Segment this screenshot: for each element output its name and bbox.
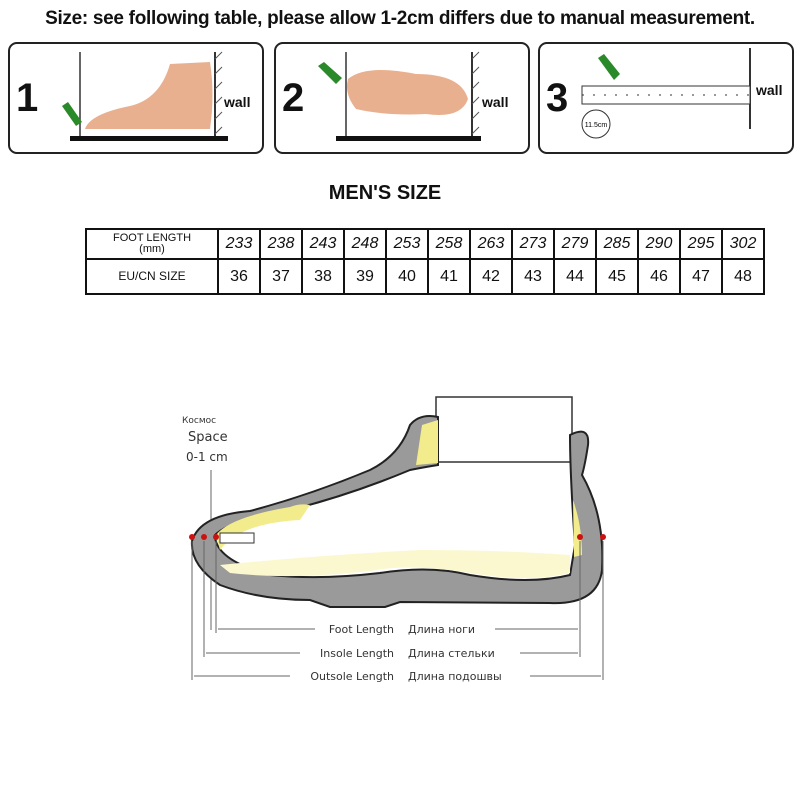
eu-size-cell: 38 xyxy=(301,258,345,295)
eu-size-cell: 45 xyxy=(595,258,639,295)
ruler-illustration: 11.5cm xyxy=(581,48,751,139)
eu-size-cell: 46 xyxy=(637,258,681,295)
insole-length-ru: Длина стельки xyxy=(408,647,495,660)
step-number: 2 xyxy=(282,76,305,120)
insole-toe xyxy=(216,504,310,550)
foot-sole-illustration xyxy=(318,51,481,141)
wall-label: wall xyxy=(224,94,251,110)
unit-label: (mm) xyxy=(139,243,165,255)
foot-length-ru: Длина ноги xyxy=(408,623,475,636)
eu-size-cell: 47 xyxy=(679,258,723,295)
headline: Size: see following table, please allow … xyxy=(45,8,755,29)
ankle-opening xyxy=(435,396,573,463)
space-en-label: Space xyxy=(188,430,228,445)
eu-size-cell: 41 xyxy=(427,258,471,295)
measure-points xyxy=(189,534,606,540)
foot-length-cell: 238 xyxy=(259,228,303,260)
eu-size-cell: 40 xyxy=(385,258,429,295)
step-1-panel: 1 wall xyxy=(8,42,264,154)
step-3-panel: 11.5cm 3 wall xyxy=(538,42,794,154)
outsole-length-ru: Длина подошвы xyxy=(408,670,502,683)
eu-size-cell: 42 xyxy=(469,258,513,295)
foot-length-header: FOOT LENGTH(mm) xyxy=(85,228,219,260)
step-number: 1 xyxy=(16,76,39,120)
foot-length-label: FOOT LENGTH xyxy=(112,232,192,244)
foot-length-cell: 248 xyxy=(343,228,387,260)
space-range-label: 0-1 cm xyxy=(186,450,228,464)
step-2-panel: 2 wall xyxy=(274,42,530,154)
eu-size-header: EU/CN SIZE xyxy=(85,258,219,295)
eu-size-cell: 36 xyxy=(217,258,261,295)
space-ru-label: Космос xyxy=(182,416,216,426)
foot-length-cell: 285 xyxy=(595,228,639,260)
foot-length-cell: 273 xyxy=(511,228,555,260)
foot-length-en: Foot Length xyxy=(329,623,394,636)
wall-label: wall xyxy=(756,82,783,98)
wall-label: wall xyxy=(482,94,509,110)
foot-length-cell: 295 xyxy=(679,228,723,260)
foot-length-cell: 290 xyxy=(637,228,681,260)
insole-heel xyxy=(416,420,438,465)
foot-length-cell: 302 xyxy=(721,228,765,260)
foot-length-cell: 258 xyxy=(427,228,471,260)
foot-length-cell: 233 xyxy=(217,228,261,260)
outsole-length-en: Outsole Length xyxy=(310,670,394,683)
eu-size-cell: 48 xyxy=(721,258,765,295)
table-title: MEN'S SIZE xyxy=(328,182,442,204)
eu-size-cell: 43 xyxy=(511,258,555,295)
shoe-measurement-diagram: Космос Space 0-1 cm Foot Length Длина но… xyxy=(182,396,606,683)
eu-size-cell: 44 xyxy=(553,258,597,295)
foot-length-cell: 243 xyxy=(301,228,345,260)
foot-length-cell: 263 xyxy=(469,228,513,260)
foot-length-cell: 253 xyxy=(385,228,429,260)
foot-side-illustration xyxy=(62,51,228,141)
insole-length-en: Insole Length xyxy=(320,647,394,660)
eu-size-cell: 39 xyxy=(343,258,387,295)
step-number: 3 xyxy=(546,76,569,120)
foot-length-cell: 279 xyxy=(553,228,597,260)
eu-size-cell: 37 xyxy=(259,258,303,295)
ruler-label: 11.5cm xyxy=(585,122,608,129)
